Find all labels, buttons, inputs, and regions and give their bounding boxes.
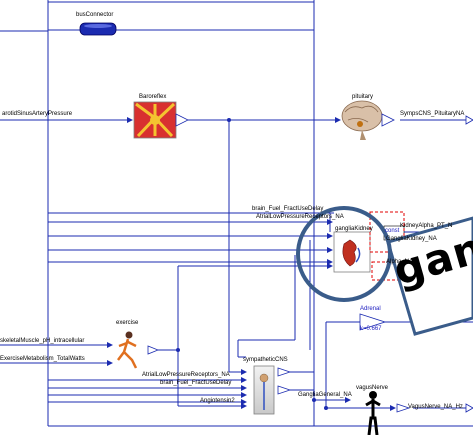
vagus-hz-label: VagusNerve_NA_Hz	[408, 404, 463, 410]
ganglia-general-label: GangliaGeneral_NA	[298, 392, 352, 398]
vagus-nerve-label: vagusNerve	[356, 385, 389, 391]
red-dashed-frames	[369, 211, 405, 281]
exercise-wires	[0, 342, 247, 409]
ganglia-kidney-label: gangliaKidney	[335, 226, 373, 232]
const-label: const	[385, 228, 400, 234]
exercise-metabolism-label: ExerciseMetabolism_TotalWatts	[0, 356, 85, 362]
adrenal-label: Adrenal	[360, 306, 381, 312]
atrial-low-label-top: AtrialLowPressureReceptors_NA	[256, 214, 344, 220]
bus-connector-block[interactable]	[79, 22, 117, 36]
angiotensin-label: Angiotensin2	[200, 398, 235, 404]
junction-dot	[176, 348, 180, 352]
pituitary-label: pituitary	[352, 94, 374, 100]
carotid-sinus-label: arotidSinusArteryPressure	[2, 111, 73, 117]
sympathetic-cns-block[interactable]	[253, 365, 292, 415]
junction-dot	[324, 406, 328, 410]
kidney-alpha-label: KidneyAlpha_PT_N	[400, 223, 453, 229]
brain-fuel-label-bottom: brain_Fuel_FractUseDelay	[160, 380, 232, 386]
alpha-na-label: Alpha_NA	[386, 259, 414, 265]
symps-pituitary-label: SympsCNS_PituitaryNA	[400, 111, 465, 117]
magnifier-lens	[296, 206, 473, 336]
atrial-low-label-bottom: AtrialLowPressureReceptors_NA	[142, 372, 230, 378]
sympathetic-cns-label: sympatheticCNS	[243, 357, 288, 363]
exercise-block[interactable]	[113, 330, 160, 369]
ganglia-kidney-na-label: GangliaKidney_NA	[386, 236, 437, 242]
skeletal-muscle-label: skeletalMuscle_pH_intracellular	[0, 338, 85, 344]
pituitary-block[interactable]	[341, 100, 395, 140]
exercise-label: exercise	[116, 320, 139, 326]
bus-connector-label: busConnector	[76, 12, 114, 18]
junction-dot	[312, 398, 316, 402]
brain-fuel-label-top: brain_Fuel_FractUseDelay	[252, 206, 324, 212]
vagus-nerve-block[interactable]	[365, 391, 411, 435]
adrenal-gain-block[interactable]	[359, 313, 387, 331]
adrenal-gain-param: k=0.667	[360, 326, 382, 332]
baroreflex-block[interactable]	[133, 101, 189, 139]
baroreflex-label: Baroreflex	[139, 94, 167, 100]
ganglia-kidney-block[interactable]	[333, 231, 371, 273]
junction-dot	[227, 118, 231, 122]
